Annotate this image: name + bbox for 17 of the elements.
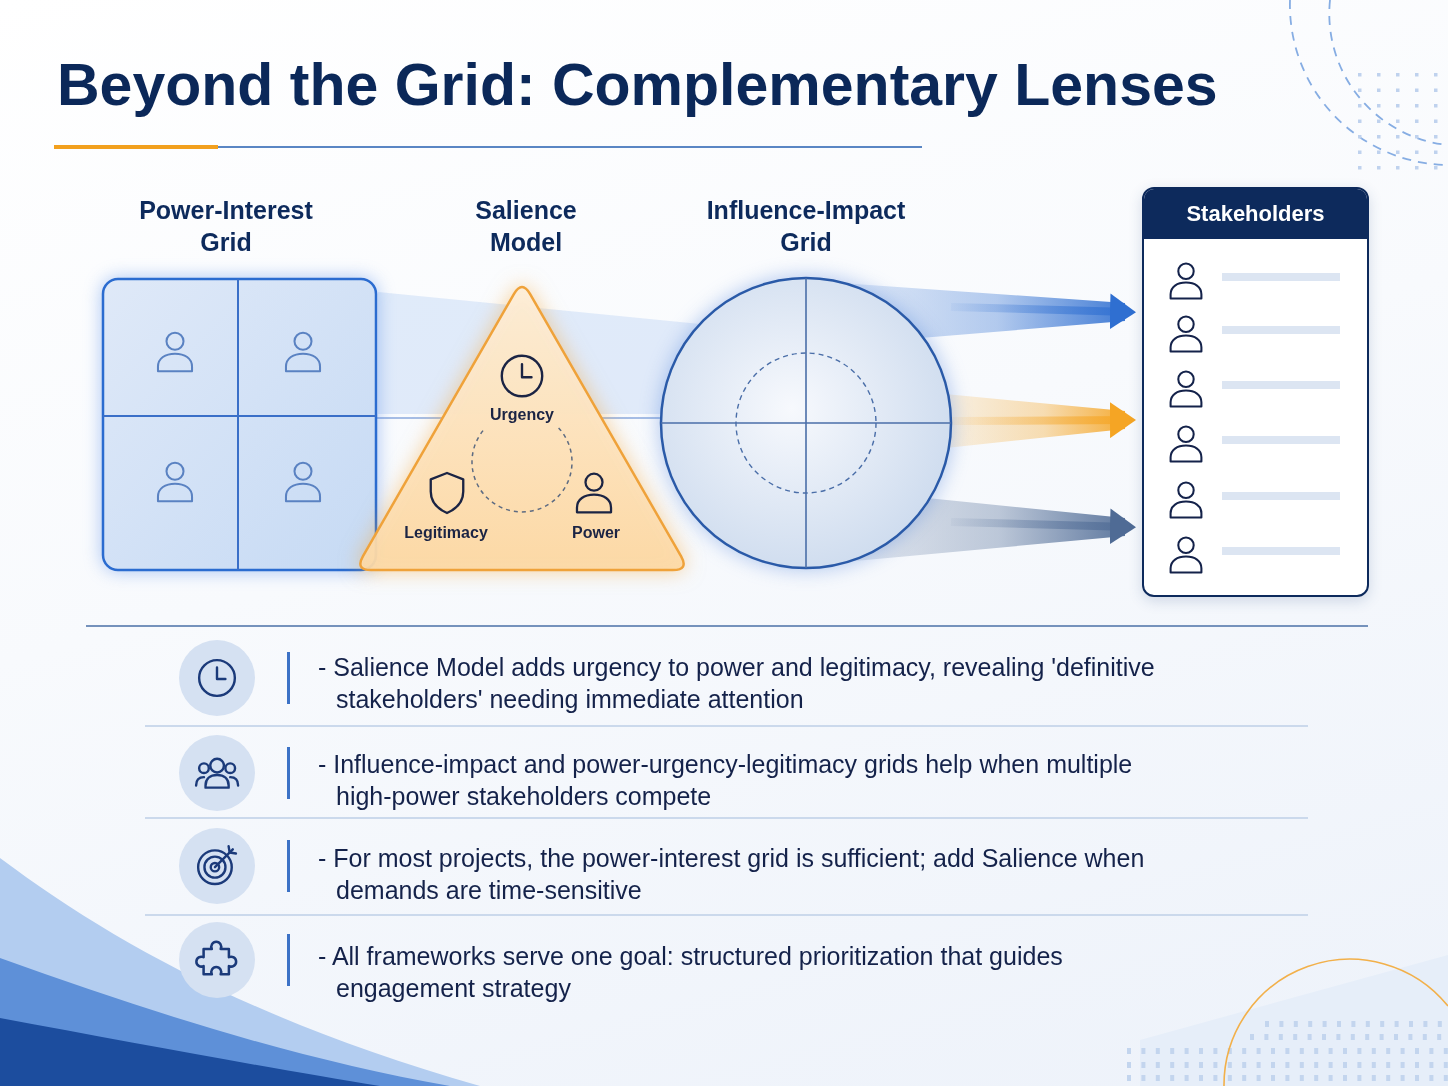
arrow [950,402,1136,439]
bullet-text: - For most projects, the power-interest grid is sufficient; add Salience when demands are time-sensitive [318,843,1146,906]
title: Beyond the Grid: Complementary Lenses [57,52,1218,118]
corner-label: Urgency [490,405,554,425]
corner-label: Legitimacy [404,523,488,543]
corner-label: Power [572,523,620,543]
panel-header: Stakeholders [1144,189,1367,239]
heading: Power-Interest Grid [138,195,314,258]
connector-line [600,417,662,419]
heading: Influence-Impact Grid [705,195,907,258]
bullet-text: - Salience Model adds urgency to power and legitimacy, revealing 'definitive stakeholders' needing immediate attention [318,652,1156,715]
arrow [950,508,1136,545]
bullet-text: - All frameworks serve one goal: structured prioritization that guides engagement strategy [318,941,1064,1004]
connector-line [376,417,444,419]
heading: Salience Model [474,195,578,258]
stakeholder-panel [1142,187,1369,597]
bullet-text: - Influence-impact and power-urgency-legitimacy grids help when multiple high-power stakeholders compete [318,749,1134,812]
